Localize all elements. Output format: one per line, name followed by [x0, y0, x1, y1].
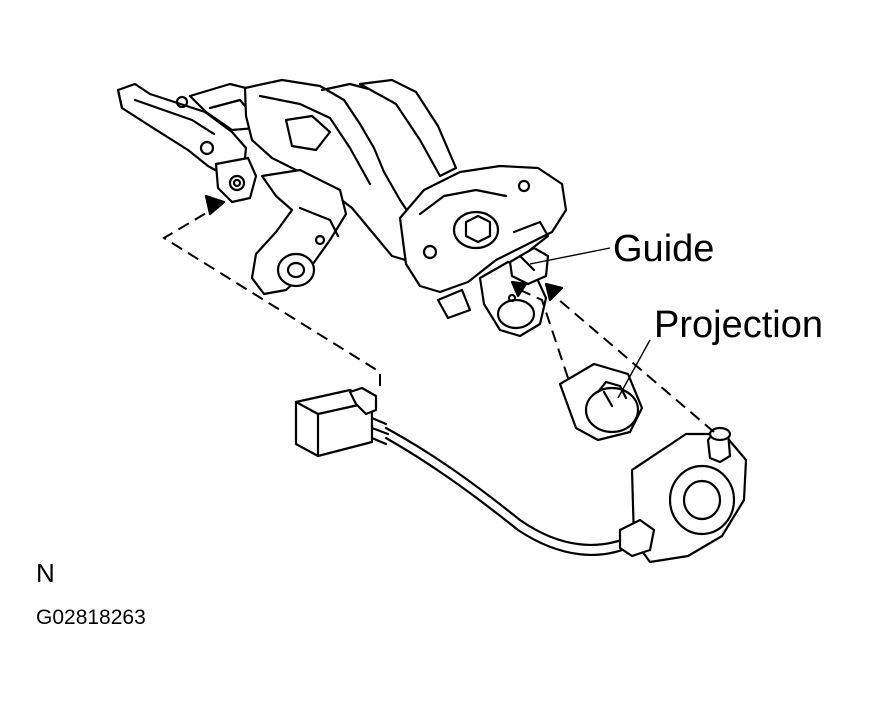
- arrow-to-bracket: [204, 194, 226, 216]
- steering-column-bracket: [116, 78, 568, 338]
- label-guide: Guide: [613, 228, 715, 270]
- leader-line-projection: [617, 339, 651, 399]
- wiring-harness: [384, 426, 638, 546]
- steering-angle-sensor: [618, 426, 748, 564]
- leader-line-guide: [529, 247, 611, 265]
- alignment-line-connector: [162, 205, 381, 386]
- alignment-line-sensor: [551, 293, 715, 433]
- view-letter: N: [36, 558, 55, 588]
- sensor-connector: [294, 386, 390, 458]
- label-projection: Projection: [654, 304, 823, 346]
- projection-collar: [558, 362, 644, 442]
- figure-code: G02818263: [36, 606, 146, 629]
- alignment-line-collar: [519, 289, 569, 379]
